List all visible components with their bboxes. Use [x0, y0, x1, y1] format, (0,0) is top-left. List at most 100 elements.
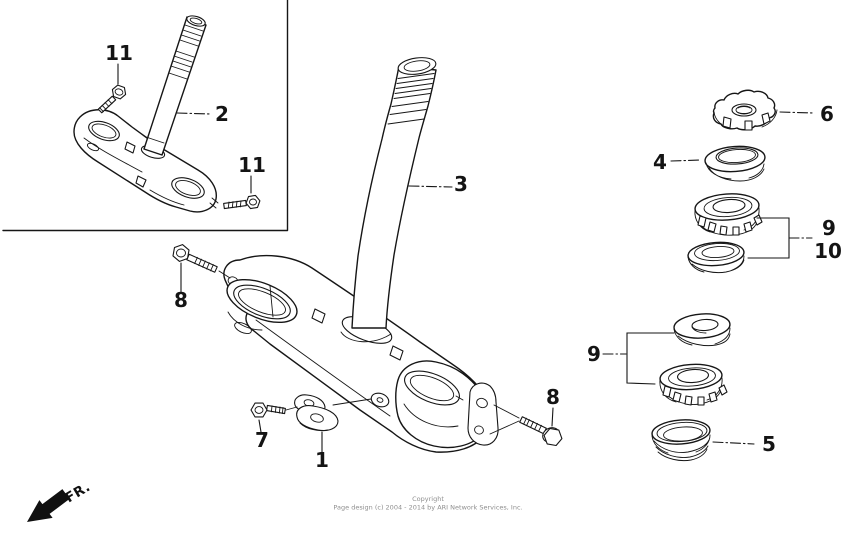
clamp-ear-hole-top: [476, 397, 488, 409]
bridge-contour-line: [255, 319, 391, 417]
copyright-line2: Page design (c) 2004 - 2014 by ARI Netwo…: [333, 504, 522, 512]
leader-8-right: [551, 407, 554, 427]
steering-stem-threads: [393, 73, 435, 99]
callout-11-left[interactable]: 11: [105, 41, 133, 65]
washer-hole: [691, 318, 719, 332]
bolt-8-left: [172, 244, 231, 279]
castle-nut-threads: [736, 106, 752, 114]
fork-tube-hole-right-inner: [175, 179, 201, 197]
bracket-tab-right: [135, 175, 147, 188]
bolt-axis-line: [218, 270, 231, 279]
bridge-tab-left: [311, 308, 326, 324]
bearing-rollers: [697, 214, 763, 236]
washer-side: [673, 326, 731, 347]
callout-9-left[interactable]: 9: [587, 342, 601, 366]
washer-part9-lower: [673, 313, 731, 347]
castle-nut-bore-inner: [735, 105, 753, 115]
bracket-tab-left: [124, 141, 136, 154]
bridge-slot-detail: [234, 321, 252, 335]
bolt-head: [245, 194, 261, 210]
bracket-slot-detail: [86, 142, 100, 152]
race-side: [687, 255, 745, 274]
callout-2[interactable]: 2: [215, 102, 229, 126]
stem-clamp-side-line: [299, 422, 329, 432]
bolt-head: [172, 244, 190, 262]
fork-tube-hole-right: [171, 177, 205, 199]
fork-ring-left-hole: [233, 284, 291, 320]
steering-stem-top-inner: [403, 60, 431, 72]
front-direction-label: FR.: [62, 479, 93, 506]
dust-seal-top-part4: [704, 145, 766, 182]
steering-stem-shaft: [351, 65, 437, 329]
bolt-8-right: [489, 404, 563, 447]
stem-nut-part6: [712, 89, 778, 131]
stem-clamp-part1: [294, 394, 339, 432]
upper-stem-shaft: [143, 16, 207, 156]
race-face: [694, 242, 740, 262]
front-direction-indicator: FR.: [27, 479, 93, 522]
bolt-threads: [99, 99, 113, 113]
callout-8-left[interactable]: 8: [174, 288, 188, 312]
callout-9-right[interactable]: 9: [822, 216, 836, 240]
bottom-bridge-assembly: [172, 57, 563, 453]
upper-bracket-assembly: [73, 15, 261, 213]
seal-skirt: [705, 162, 765, 182]
seal-opening: [715, 147, 759, 165]
leader-5: [712, 441, 755, 445]
bolt-head-face: [249, 198, 257, 206]
fork-tube-hole-left-inner: [91, 123, 117, 139]
bearing-cage-rim: [668, 367, 716, 387]
callout-7[interactable]: 7: [255, 428, 269, 452]
upper-bracket-contour: [83, 137, 219, 209]
callout-4[interactable]: 4: [653, 150, 667, 174]
steering-stem-collar-rings: [387, 101, 429, 125]
clamp-assembly-lines: [285, 398, 372, 411]
bolt-head: [543, 427, 563, 447]
fork-ring-left-chord: [227, 285, 274, 331]
bolt-threads: [227, 200, 242, 209]
bolt-head: [250, 402, 268, 418]
seal-ribbed-side: [651, 434, 711, 462]
stem-clamp-bore: [310, 413, 324, 423]
seal-opening-inner: [718, 148, 756, 164]
footer-copyright: Copyright Page design (c) 2004 - 2014 by…: [333, 495, 522, 512]
bearing-bore: [712, 198, 746, 214]
race-bore: [701, 245, 735, 259]
fork-ring-right-hole: [404, 370, 460, 406]
bracket-9-left: [626, 332, 675, 385]
fork-ring-right-inner: [409, 374, 455, 402]
clamp-ear-hole-bottom: [474, 425, 484, 435]
callout-8-right[interactable]: 8: [546, 385, 560, 409]
callout-5[interactable]: 5: [762, 432, 776, 456]
bearing-race-part10: [687, 241, 745, 274]
castle-nut-slots: [722, 112, 771, 131]
callout-6[interactable]: 6: [820, 102, 834, 126]
bolt-insertion-lines: [489, 404, 520, 435]
bearing-cage-rim: [703, 196, 753, 218]
castle-nut-side: [713, 109, 778, 130]
stem-clamp-lower-half: [296, 405, 339, 432]
seal-groove: [663, 426, 703, 442]
callout-10[interactable]: 10: [814, 239, 842, 263]
bolt-shaft: [519, 416, 547, 435]
bolt-shaft: [186, 253, 218, 273]
bolt-head: [111, 84, 127, 100]
callout-3[interactable]: 3: [454, 172, 468, 196]
bearing-bottom-part9: [659, 363, 728, 406]
dust-seal-bottom-part5: [651, 419, 711, 462]
bolt-shaft: [223, 199, 247, 210]
bolt-7: [250, 402, 286, 418]
leader-3: [408, 185, 453, 188]
bridge-tab-right: [389, 345, 404, 361]
cable-guide-boss: [370, 392, 390, 408]
inset-panel-border: [2, 0, 289, 232]
leader-4: [670, 159, 702, 162]
seal-outer-rim: [651, 419, 711, 445]
fork-ring-left-inner: [238, 288, 286, 316]
stem-base-flange-front: [340, 331, 392, 343]
callout-11-right[interactable]: 11: [238, 153, 266, 177]
bolt-threads: [523, 417, 542, 432]
bearing-bore: [676, 368, 710, 384]
callout-1[interactable]: 1: [315, 448, 329, 472]
